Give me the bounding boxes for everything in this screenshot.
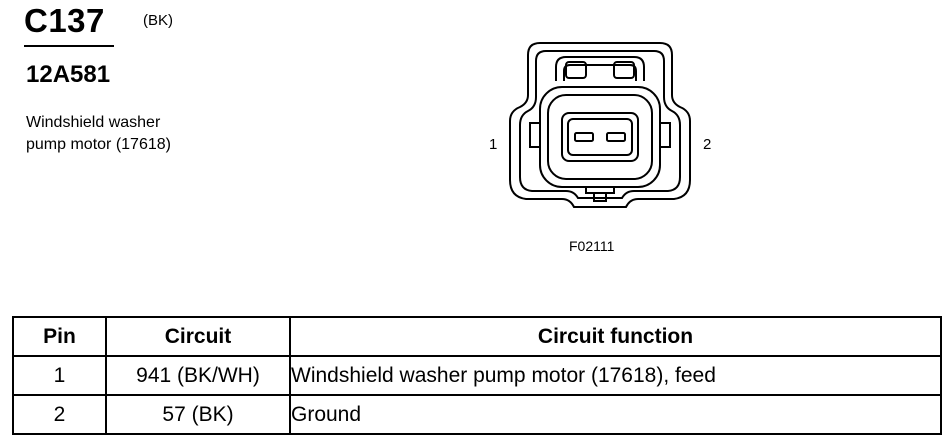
latch-tab-right bbox=[613, 61, 635, 79]
connector-body-inner bbox=[547, 94, 653, 180]
connector-inner-shell bbox=[519, 50, 681, 199]
circuit-table: Pin Circuit Circuit function 1 941 (BK/W… bbox=[12, 316, 942, 435]
circuit-cell: 57 (BK) bbox=[105, 394, 291, 435]
header-circuit: Circuit bbox=[105, 316, 291, 357]
connector-body bbox=[539, 86, 661, 188]
pin-1-label: 1 bbox=[489, 136, 498, 153]
latch-arch-inner bbox=[563, 64, 637, 81]
connector-face-diagram bbox=[509, 42, 691, 208]
terminal-pin-2 bbox=[606, 132, 626, 142]
function-cell: Ground bbox=[289, 394, 942, 435]
terminal-cavity bbox=[561, 112, 639, 162]
color-code: (BK) bbox=[143, 12, 173, 29]
function-cell: Windshield washer pump motor (17618), fe… bbox=[289, 355, 942, 396]
side-tab-right bbox=[660, 122, 671, 148]
terminal-pin-1 bbox=[574, 132, 594, 142]
terminal-cavity-inner bbox=[567, 118, 633, 156]
connector-id: C137 bbox=[24, 2, 105, 39]
header-circuit-function: Circuit function bbox=[289, 316, 942, 357]
table-row: 1 941 (BK/WH) Windshield washer pump mot… bbox=[12, 355, 942, 396]
pin-cell: 1 bbox=[12, 355, 107, 396]
latch-arch bbox=[555, 56, 645, 81]
circuit-cell: 941 (BK/WH) bbox=[105, 355, 291, 396]
table-row: 2 57 (BK) Ground bbox=[12, 394, 942, 435]
part-number: 12A581 bbox=[26, 61, 111, 88]
pin-cell: 2 bbox=[12, 394, 107, 435]
latch-tab-left bbox=[565, 61, 587, 79]
header-pin: Pin bbox=[12, 316, 107, 357]
pin-2-label: 2 bbox=[703, 136, 712, 153]
title-rule bbox=[24, 45, 114, 47]
figure-code: F02111 bbox=[569, 238, 615, 254]
description-line-1: Windshield washer bbox=[26, 114, 161, 131]
connector-outer-shell bbox=[509, 42, 691, 208]
side-tab-left bbox=[529, 122, 540, 148]
component-description: Windshield washer pump motor (17618) bbox=[26, 112, 171, 156]
bottom-key bbox=[585, 187, 615, 202]
description-line-2: pump motor (17618) bbox=[26, 136, 171, 153]
table-header-row: Pin Circuit Circuit function bbox=[12, 316, 942, 357]
